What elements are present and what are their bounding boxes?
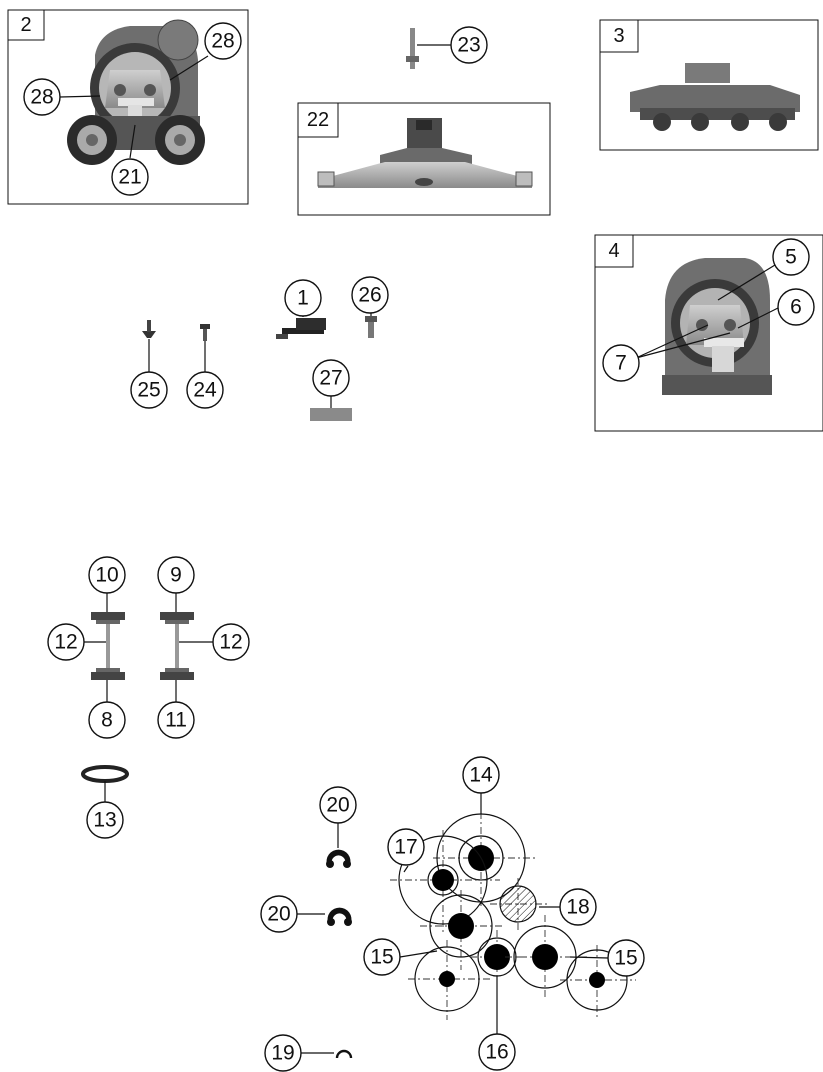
pin-23 xyxy=(406,28,419,69)
svg-text:26: 26 xyxy=(358,284,381,307)
callout-8: 8 xyxy=(88,701,126,739)
svg-text:12: 12 xyxy=(219,631,242,654)
callout-10: 10 xyxy=(88,556,126,594)
svg-text:20: 20 xyxy=(326,794,349,817)
wheelset-left xyxy=(91,612,125,680)
callout-16: 16 xyxy=(478,1033,516,1071)
svg-text:20: 20 xyxy=(267,903,290,926)
svg-text:16: 16 xyxy=(485,1041,508,1064)
e-clip-20-upper xyxy=(326,849,351,868)
svg-text:2: 2 xyxy=(20,14,31,36)
callout-12-left: 12 xyxy=(47,623,85,661)
svg-text:24: 24 xyxy=(193,379,217,402)
callout-27: 27 xyxy=(312,359,350,397)
panel-4-frame xyxy=(594,234,823,432)
callout-7: 7 xyxy=(602,344,640,382)
crossmember-photo xyxy=(317,118,533,188)
e-clip-20-lower xyxy=(327,907,352,926)
svg-text:25: 25 xyxy=(137,379,160,402)
svg-text:22: 22 xyxy=(307,109,329,131)
callout-13: 13 xyxy=(86,801,124,839)
svg-text:8: 8 xyxy=(101,709,113,732)
bogie-front-photo xyxy=(67,19,205,165)
callout-15-left: 15 xyxy=(363,938,401,976)
svg-text:11: 11 xyxy=(165,709,187,732)
svg-text:19: 19 xyxy=(271,1042,294,1065)
svg-text:10: 10 xyxy=(95,564,118,587)
svg-text:17: 17 xyxy=(394,836,417,859)
svg-text:12: 12 xyxy=(54,631,77,654)
panel-2-frame xyxy=(7,9,249,205)
svg-text:15: 15 xyxy=(370,946,393,969)
svg-text:4: 4 xyxy=(608,240,619,262)
part-25-screw xyxy=(142,320,156,338)
svg-text:21: 21 xyxy=(118,166,141,189)
traction-ring-13 xyxy=(81,765,129,783)
part-24-screw xyxy=(200,324,210,341)
svg-text:1: 1 xyxy=(297,287,309,310)
callout-28-right: 28 xyxy=(204,22,242,60)
callout-26: 26 xyxy=(351,276,389,314)
svg-text:5: 5 xyxy=(785,246,797,269)
svg-text:27: 27 xyxy=(319,367,342,390)
panel-3-label: 3 xyxy=(599,19,639,53)
callout-28-left: 28 xyxy=(23,78,61,116)
svg-text:15: 15 xyxy=(614,947,637,970)
panel-2-label: 2 xyxy=(7,9,45,41)
callout-19: 19 xyxy=(264,1034,302,1072)
svg-text:7: 7 xyxy=(615,352,627,375)
callout-18: 18 xyxy=(559,888,597,926)
callout-25: 25 xyxy=(130,371,168,409)
svg-text:28: 28 xyxy=(211,30,234,53)
svg-text:28: 28 xyxy=(30,86,53,109)
svg-text:23: 23 xyxy=(457,34,480,57)
callout-11: 11 xyxy=(157,701,195,739)
svg-text:13: 13 xyxy=(93,809,116,832)
motor-photo xyxy=(662,258,772,395)
part-27-pad xyxy=(310,408,352,421)
part-26-pin xyxy=(365,316,377,338)
panel-3-frame xyxy=(599,19,819,151)
gear-train xyxy=(390,812,636,1020)
callout-23: 23 xyxy=(450,26,488,64)
svg-text:3: 3 xyxy=(613,25,624,47)
callout-21: 21 xyxy=(111,158,149,196)
part-1-clip xyxy=(276,318,326,339)
callout-24: 24 xyxy=(186,371,224,409)
callout-6: 6 xyxy=(777,288,815,326)
svg-text:18: 18 xyxy=(566,896,589,919)
svg-text:14: 14 xyxy=(469,764,493,787)
callout-9: 9 xyxy=(157,556,195,594)
bogie-side-photo xyxy=(630,63,800,131)
callout-14: 14 xyxy=(462,756,500,794)
svg-text:6: 6 xyxy=(790,296,802,319)
callout-5: 5 xyxy=(772,238,810,276)
callout-17: 17 xyxy=(387,828,425,866)
e-clip-19 xyxy=(335,1049,353,1059)
panel-22-frame xyxy=(297,102,551,216)
callout-20-upper: 20 xyxy=(319,786,357,824)
panel-22-label: 22 xyxy=(297,102,339,138)
callout-20-lower: 20 xyxy=(260,895,298,933)
svg-text:9: 9 xyxy=(170,564,182,587)
callout-1: 1 xyxy=(284,279,322,317)
callout-15-right: 15 xyxy=(607,939,645,977)
wheelset-right xyxy=(160,612,194,680)
callout-12-right: 12 xyxy=(212,623,250,661)
panel-4-label: 4 xyxy=(594,234,634,268)
